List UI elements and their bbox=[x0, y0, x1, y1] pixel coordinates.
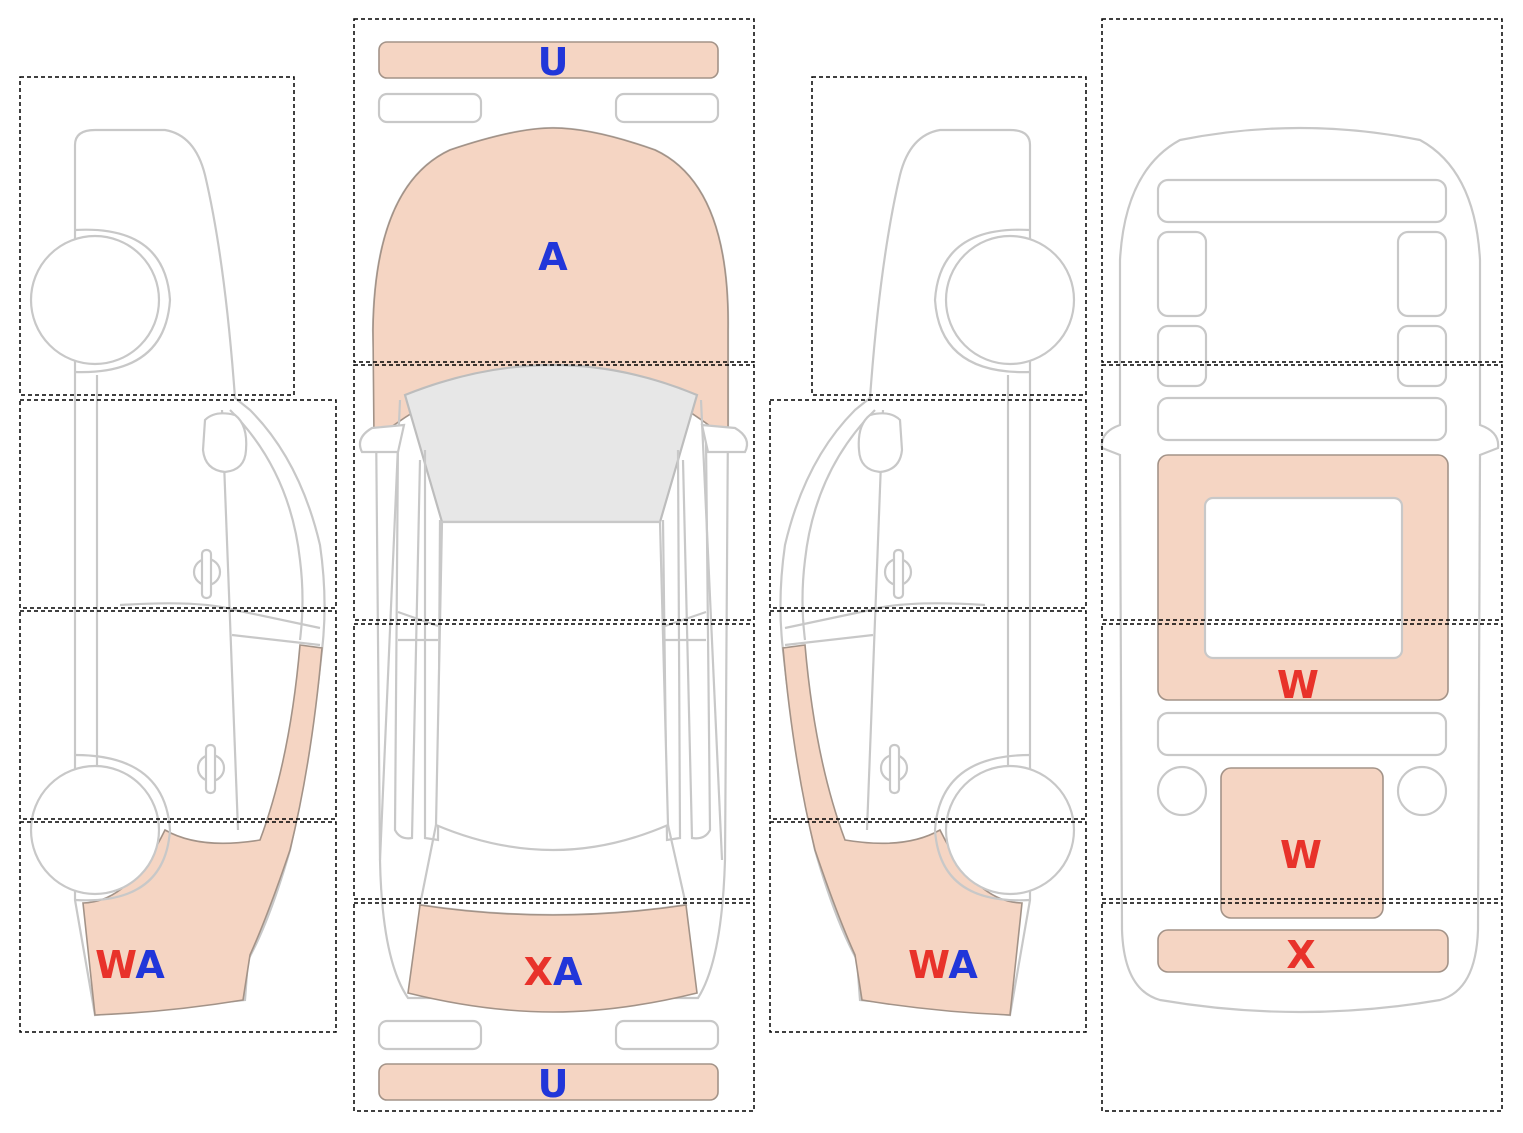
front-right-mount bbox=[1396, 230, 1448, 318]
rear-bumper-code: U bbox=[538, 1062, 569, 1106]
left-sill-line bbox=[119, 602, 321, 630]
left-front-wheel bbox=[29, 234, 161, 366]
left-mirror bbox=[201, 412, 248, 474]
right-small-mount bbox=[1396, 324, 1448, 388]
damage-code-x: X bbox=[524, 950, 553, 994]
windshield bbox=[403, 363, 699, 524]
zone-top-front[interactable] bbox=[353, 18, 755, 363]
right-sill-line bbox=[784, 602, 986, 630]
mid-crossmember bbox=[1156, 396, 1448, 442]
front-left-mount bbox=[1156, 230, 1208, 318]
right-door-frame bbox=[681, 439, 712, 840]
left-front-arch bbox=[74, 228, 172, 374]
rear-right-mount bbox=[1396, 765, 1448, 817]
cabin-right-edge bbox=[699, 399, 724, 861]
roof bbox=[434, 520, 670, 852]
damage-code-a: A bbox=[948, 943, 978, 987]
top-view: U A XA U bbox=[358, 40, 749, 1106]
left-sill-line-lower bbox=[231, 633, 321, 647]
zone-left-rear-door[interactable] bbox=[19, 610, 337, 820]
left-side-view: WA bbox=[29, 128, 326, 1017]
left-door-split bbox=[220, 409, 240, 831]
right-front-wheel bbox=[944, 234, 1076, 366]
rear-right-lamp-panel bbox=[614, 1019, 720, 1051]
left-rear-lower-panel[interactable] bbox=[82, 644, 323, 1016]
right-mirror-top bbox=[700, 423, 749, 454]
left-rear-lower-code: WA bbox=[95, 943, 165, 987]
right-front-arch bbox=[933, 228, 1031, 374]
damage-code-w: W bbox=[1277, 663, 1319, 707]
damage-code-a: A bbox=[135, 943, 165, 987]
zone-under-mid-front[interactable] bbox=[1101, 364, 1503, 621]
center-frame-code: W bbox=[1277, 663, 1319, 707]
right-sill-line-lower bbox=[784, 633, 874, 647]
left-rear-wheel bbox=[29, 764, 161, 896]
right-door-split bbox=[865, 409, 885, 831]
rear-left-lamp-panel bbox=[377, 1019, 483, 1051]
rear-bumper[interactable] bbox=[378, 1063, 719, 1101]
right-rear-lower-panel[interactable] bbox=[782, 644, 1023, 1016]
rear-crossmember bbox=[1156, 711, 1448, 757]
damage-code-w: W bbox=[1280, 833, 1322, 877]
rear-panel-code: W bbox=[1280, 833, 1322, 877]
right-side-view: WA bbox=[779, 128, 1076, 1017]
left-mirror-top bbox=[358, 423, 406, 454]
zone-top-front-cabin[interactable] bbox=[353, 364, 755, 621]
damage-code-a: A bbox=[538, 235, 568, 279]
rear-panel[interactable] bbox=[1220, 767, 1384, 919]
hood-code: A bbox=[538, 235, 568, 279]
zone-under-front[interactable] bbox=[1101, 18, 1503, 363]
front-bumper-code: U bbox=[538, 40, 569, 84]
damage-code-u: U bbox=[538, 1062, 569, 1106]
damage-code-u: U bbox=[538, 40, 569, 84]
left-rear-arch bbox=[74, 753, 172, 902]
zone-right-rear[interactable] bbox=[769, 821, 1087, 1033]
zone-under-mid-rear[interactable] bbox=[1101, 623, 1503, 900]
center-frame-cutout bbox=[1203, 496, 1404, 660]
zone-under-rear[interactable] bbox=[1101, 902, 1503, 1112]
damage-code-x: X bbox=[1286, 933, 1315, 977]
left-door-frame bbox=[393, 439, 422, 840]
right-mirror bbox=[857, 412, 904, 474]
zone-top-rear[interactable] bbox=[353, 902, 755, 1112]
rear-bar[interactable] bbox=[1157, 929, 1449, 973]
zone-left-rear[interactable] bbox=[19, 821, 337, 1033]
zone-right-rear-door[interactable] bbox=[769, 610, 1087, 820]
rear-bar-code: X bbox=[1286, 933, 1315, 977]
trunk-code: XA bbox=[524, 950, 583, 994]
left-front-door-handle bbox=[192, 548, 222, 600]
underbody-view: W W X bbox=[1100, 126, 1500, 1014]
right-rear-wheel bbox=[944, 764, 1076, 896]
front-bumper[interactable] bbox=[378, 41, 719, 79]
zone-left-front[interactable] bbox=[19, 76, 295, 396]
front-left-fog-panel bbox=[377, 92, 483, 124]
left-rear-door-handle bbox=[196, 743, 226, 795]
damage-code-w: W bbox=[908, 943, 949, 987]
zone-right-front[interactable] bbox=[811, 76, 1087, 396]
zone-right-front-door[interactable] bbox=[769, 399, 1087, 609]
zone-left-front-door[interactable] bbox=[19, 399, 337, 609]
right-rear-lower-code: WA bbox=[908, 943, 978, 987]
zone-top-rear-cabin[interactable] bbox=[353, 623, 755, 900]
left-window-line bbox=[229, 409, 304, 641]
front-crossmember bbox=[1156, 178, 1448, 224]
zone-grid bbox=[19, 18, 1503, 1112]
trunk[interactable] bbox=[407, 904, 698, 1013]
right-front-door-handle bbox=[883, 548, 913, 600]
left-small-mount bbox=[1156, 324, 1208, 388]
damage-code-a: A bbox=[553, 950, 583, 994]
right-rear-door-handle bbox=[879, 743, 909, 795]
rear-left-mount bbox=[1156, 765, 1208, 817]
right-rear-arch bbox=[933, 753, 1031, 902]
right-window-line bbox=[801, 409, 876, 641]
front-right-fog-panel bbox=[614, 92, 720, 124]
damage-code-w: W bbox=[95, 943, 136, 987]
